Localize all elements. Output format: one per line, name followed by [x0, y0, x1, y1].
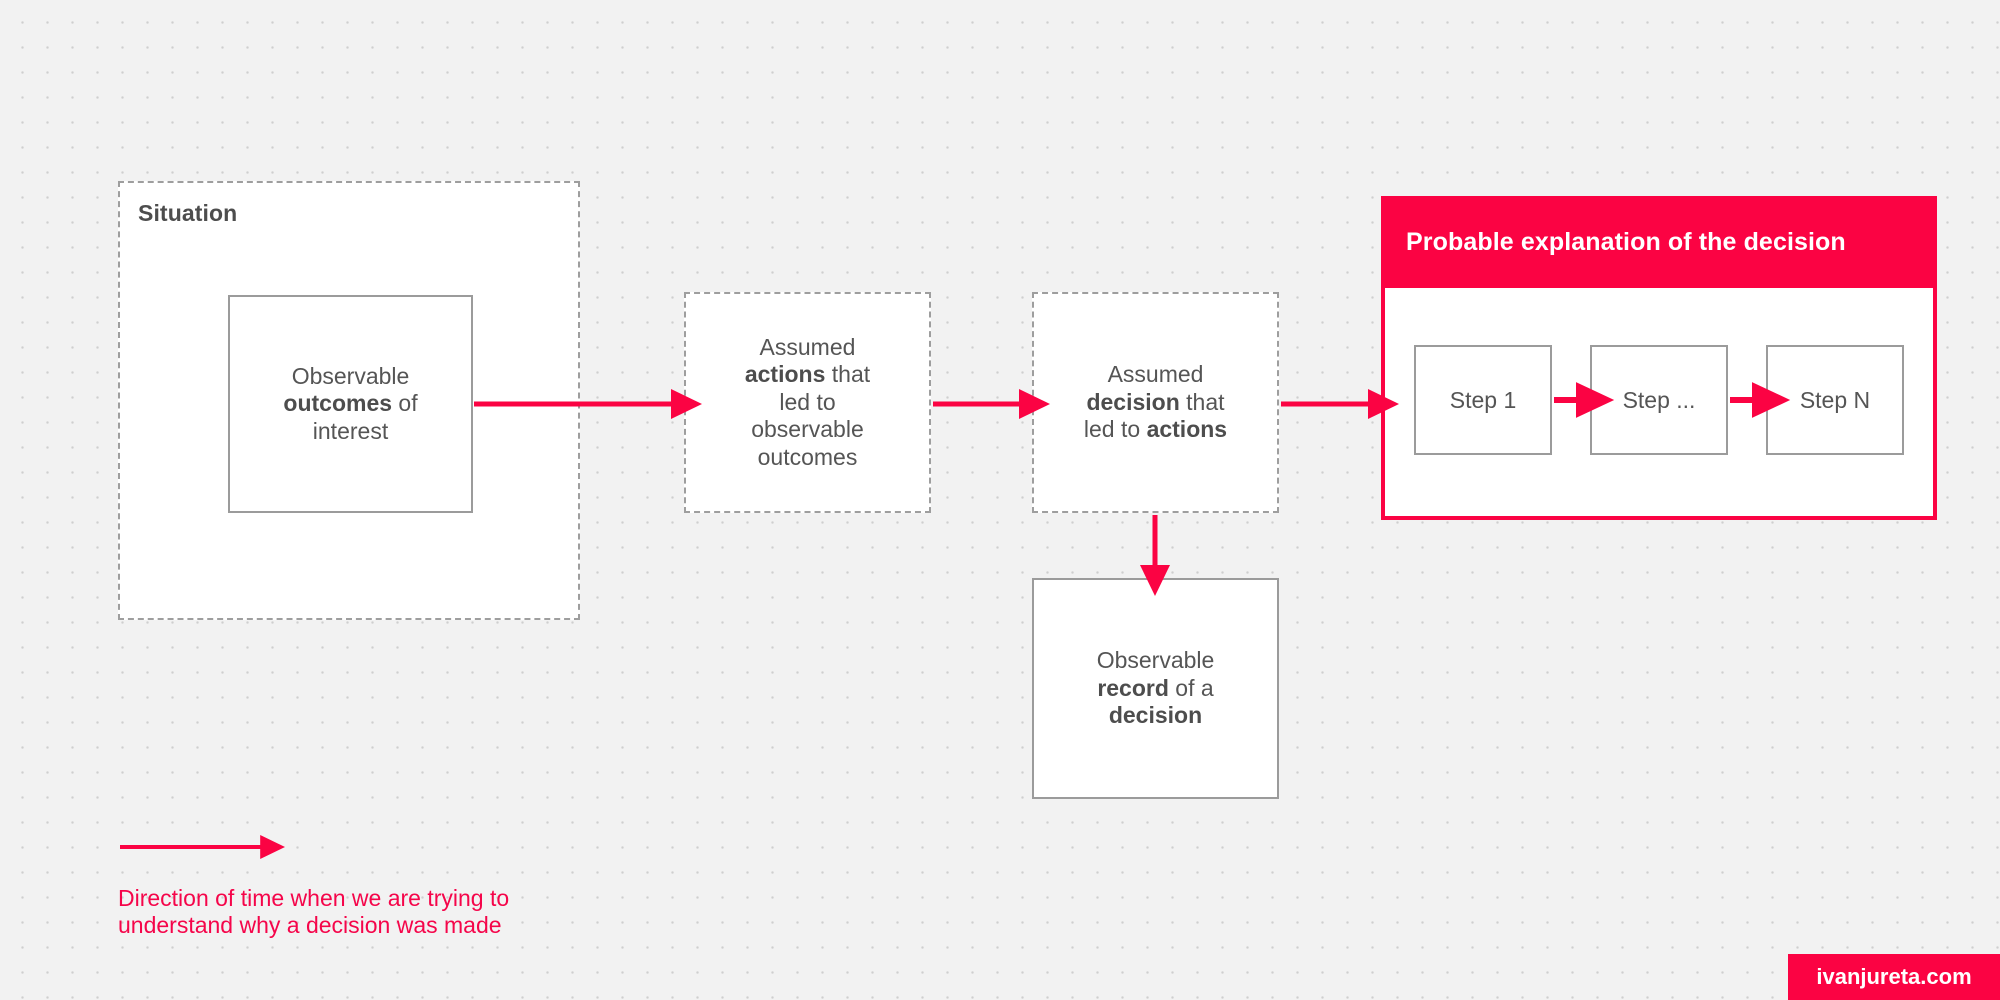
node-assumed-decision-line1: Assumed [1107, 361, 1204, 388]
step-box-1: Step 1 [1414, 345, 1552, 455]
step-box-1-label: Step 1 [1449, 386, 1517, 413]
node-observable-record-bold2: decision [1108, 702, 1203, 729]
node-observable-outcomes-line1: Observable [291, 362, 410, 389]
node-assumed-decision-bold1: decision [1086, 388, 1180, 415]
legend-text-line2: understand why a decision was made [118, 912, 502, 939]
node-observable-outcomes: Observable outcomes of interest [228, 295, 473, 513]
step-box-middle: Step ... [1590, 345, 1728, 455]
node-assumed-decision-tail1: that [1179, 388, 1225, 415]
node-assumed-actions-line1: Assumed [759, 333, 856, 360]
node-observable-record-bold1: record [1097, 674, 1169, 701]
watermark-label: ivanjureta.com [1816, 964, 1972, 989]
node-assumed-actions: Assumed actions that led to observable o… [684, 292, 931, 513]
watermark-badge[interactable]: ivanjureta.com [1788, 954, 2000, 1000]
node-observable-outcomes-tail1: of [392, 390, 418, 417]
node-assumed-decision-bold2: actions [1146, 416, 1228, 443]
node-observable-record-tail1: of a [1168, 674, 1214, 701]
node-observable-record: Observable record of a decision [1032, 578, 1279, 799]
node-observable-outcomes-line3: interest [312, 417, 389, 444]
node-assumed-actions-line3: observable [751, 416, 864, 443]
node-assumed-actions-line2: led to [779, 388, 836, 415]
node-assumed-actions-bold1: actions [744, 361, 826, 388]
node-assumed-decision: Assumed decision that led to actions [1032, 292, 1279, 513]
node-observable-outcomes-bold1: outcomes [283, 390, 393, 417]
node-assumed-decision-line2: led to [1083, 416, 1147, 443]
probable-explanation-header: Probable explanation of the decision [1381, 196, 1937, 288]
node-assumed-actions-tail1: that [825, 361, 871, 388]
probable-explanation-title: Probable explanation of the decision [1406, 227, 1846, 256]
step-box-middle-label: Step ... [1622, 386, 1696, 413]
step-box-n: Step N [1766, 345, 1904, 455]
legend-text: Direction of time when we are trying to … [118, 885, 678, 939]
legend-text-line1: Direction of time when we are trying to [118, 885, 510, 911]
step-box-n-label: Step N [1799, 386, 1871, 413]
situation-group-label: Situation [138, 200, 238, 226]
node-observable-record-line1: Observable [1096, 647, 1215, 674]
node-assumed-actions-line4: outcomes [757, 443, 858, 470]
